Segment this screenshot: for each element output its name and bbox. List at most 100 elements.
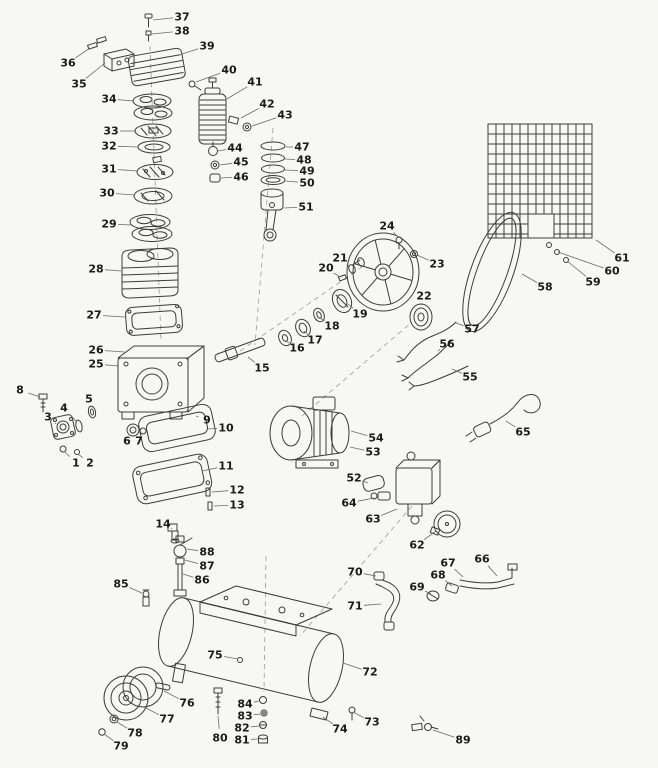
gasket-32 <box>137 140 171 164</box>
leader-line-50 <box>285 180 299 183</box>
leader-line-83 <box>253 713 261 716</box>
leader-line-42 <box>240 107 260 119</box>
leader-line-54 <box>350 430 368 436</box>
power-cord-65 <box>465 394 541 443</box>
washer-23 <box>410 250 418 258</box>
part-label-32: 32 <box>101 140 116 153</box>
gasket-plate-9-10 <box>138 403 216 453</box>
leader-line-43 <box>251 117 277 127</box>
part-label-56: 56 <box>439 338 455 351</box>
part-label-8: 8 <box>16 384 24 397</box>
leader-line-86 <box>182 573 194 578</box>
leader-line-16 <box>285 340 290 344</box>
leader-line-67 <box>454 568 464 578</box>
pressure-switch-62-64 <box>370 451 461 538</box>
leader-line-19 <box>347 303 354 309</box>
motor-53-54 <box>269 396 350 469</box>
part-label-28: 28 <box>88 263 103 276</box>
part-label-86: 86 <box>194 574 210 587</box>
leader-line-49 <box>284 169 299 171</box>
part-label-4: 4 <box>60 402 68 415</box>
part-label-52: 52 <box>346 472 361 485</box>
part-label-55: 55 <box>462 371 477 384</box>
part-label-59: 59 <box>585 276 600 289</box>
bearing-17 <box>295 318 311 338</box>
leader-line-38 <box>151 31 174 35</box>
leader-line-1 <box>63 450 70 457</box>
foot-73-74 <box>309 706 356 721</box>
part-label-7: 7 <box>135 435 143 448</box>
leader-line-46 <box>220 177 233 179</box>
part-label-36: 36 <box>60 57 76 70</box>
safety-valve-85 <box>142 589 150 607</box>
leader-line-71 <box>363 603 382 606</box>
part-label-16: 16 <box>289 342 305 355</box>
leader-line-35 <box>85 62 106 79</box>
leader-line-78 <box>116 721 128 729</box>
part-label-43: 43 <box>277 109 292 122</box>
cylinder-block-28 <box>121 247 179 299</box>
part-label-25: 25 <box>88 358 103 371</box>
leader-line-65 <box>505 420 516 428</box>
leader-line-3 <box>54 422 57 425</box>
part-label-81: 81 <box>234 734 249 747</box>
key-20 <box>337 274 347 282</box>
part-label-58: 58 <box>537 281 552 294</box>
piston-rings-47-50 <box>260 141 286 185</box>
part-label-61: 61 <box>614 252 629 265</box>
part-label-78: 78 <box>127 727 142 740</box>
leader-line-61 <box>595 239 615 254</box>
screws-37-38 <box>144 13 153 42</box>
part-label-64: 64 <box>341 497 357 510</box>
gaskets-34 <box>132 93 173 121</box>
part-label-50: 50 <box>299 177 315 190</box>
part-label-72: 72 <box>362 666 377 679</box>
leader-line-23 <box>416 254 429 261</box>
wheels-76-79 <box>98 666 171 736</box>
leader-line-76 <box>163 690 180 700</box>
part-label-40: 40 <box>221 64 237 77</box>
leader-line-45 <box>219 162 233 166</box>
bearing-19 <box>331 288 353 314</box>
leader-line-12 <box>211 490 229 493</box>
cover-plates-9-13 <box>132 403 216 511</box>
part-label-74: 74 <box>332 723 348 736</box>
part-label-19: 19 <box>352 308 367 321</box>
check-valve-66-69 <box>426 563 518 602</box>
part-label-35: 35 <box>71 78 86 91</box>
part-label-22: 22 <box>416 290 431 303</box>
leader-line-51 <box>283 207 298 209</box>
leader-line-77 <box>143 706 160 716</box>
valve-plate-30 <box>133 187 173 205</box>
hose-70-71 <box>373 571 401 631</box>
part-label-5: 5 <box>85 393 93 406</box>
leader-line-85 <box>129 587 143 594</box>
leader-line-69 <box>424 590 432 595</box>
part-label-31: 31 <box>101 163 116 176</box>
part-label-6: 6 <box>123 435 131 448</box>
parts-drawing <box>38 13 593 744</box>
leader-line-26 <box>104 350 126 353</box>
leader-line-82 <box>250 725 260 728</box>
wires-55-57 <box>396 321 469 391</box>
leader-line-29 <box>117 224 132 226</box>
part-label-37: 37 <box>174 11 189 24</box>
part-label-51: 51 <box>298 201 313 214</box>
part-label-79: 79 <box>113 740 128 753</box>
leader-line-31 <box>117 169 138 172</box>
bolt-24 <box>395 236 403 250</box>
leader-line-10 <box>206 428 218 430</box>
pulley-22 <box>409 303 433 331</box>
part-label-88: 88 <box>199 546 214 559</box>
part-label-30: 30 <box>99 187 115 200</box>
leader-line-72 <box>342 662 362 670</box>
part-label-57: 57 <box>464 323 479 336</box>
leader-line-70 <box>363 573 377 577</box>
leader-line-57 <box>455 322 464 327</box>
leader-line-14 <box>170 528 173 530</box>
part-label-77: 77 <box>159 713 174 726</box>
part-label-48: 48 <box>296 154 311 167</box>
leader-line-37 <box>152 17 174 21</box>
part-label-83: 83 <box>237 710 252 723</box>
